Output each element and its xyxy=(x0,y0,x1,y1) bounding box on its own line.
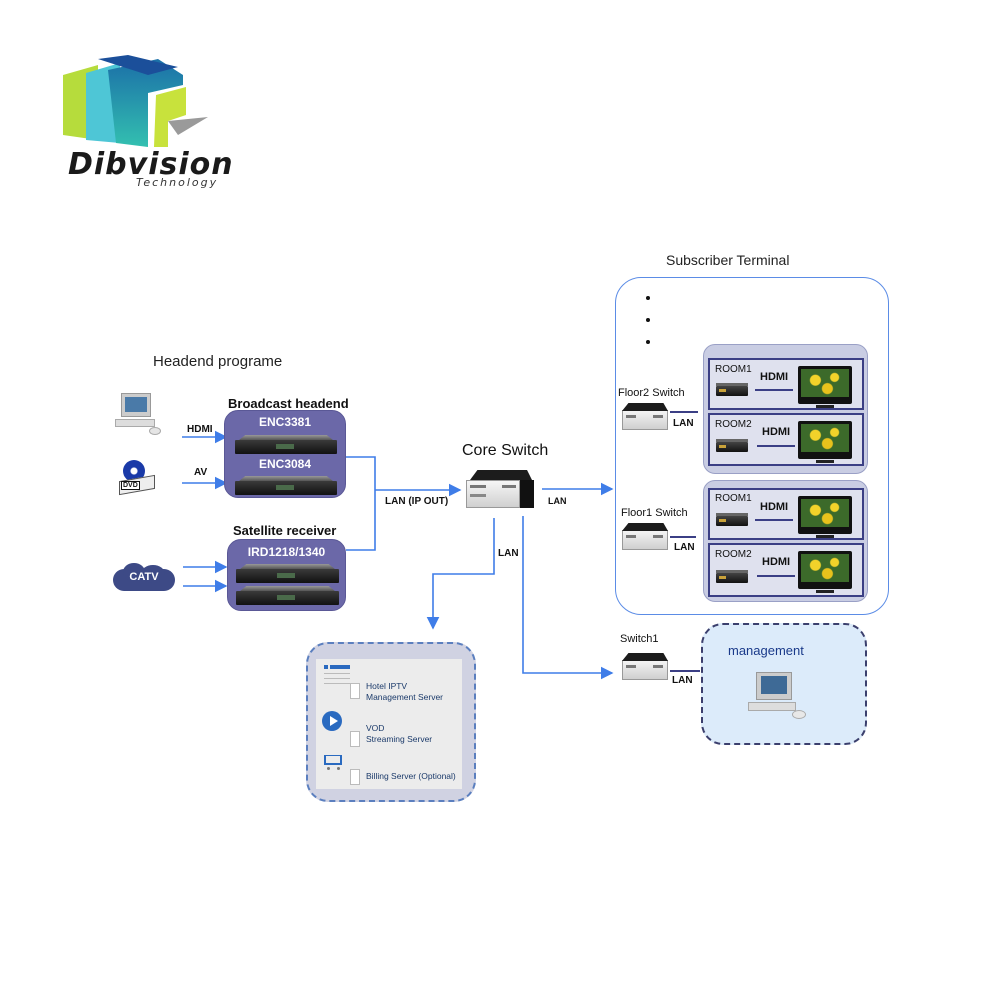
floor2-room2: ROOM2 HDMI xyxy=(708,413,864,466)
lan-ip-out-label: LAN (IP OUT) xyxy=(385,496,449,507)
floor2-switch-icon xyxy=(622,410,668,430)
servers-box: Hotel IPTV Management Server VOD Streami… xyxy=(306,642,476,802)
floor2-room1: ROOM1 HDMI xyxy=(708,358,864,410)
hdmi-line xyxy=(757,445,795,447)
headend-title: Headend programe xyxy=(153,353,283,370)
core-to-servers-wire xyxy=(426,518,495,630)
floor1-room1: ROOM1 HDMI xyxy=(708,488,864,540)
server-label-line: Hotel IPTV xyxy=(366,681,408,691)
floor2-lan-label: LAN xyxy=(673,418,694,429)
floor1-room2: ROOM2 HDMI xyxy=(708,543,864,597)
hdmi-label: HDMI xyxy=(762,426,791,438)
server-label-line: Management Server xyxy=(366,692,444,702)
tv-icon xyxy=(798,496,852,538)
set-top-box-icon xyxy=(716,383,748,396)
server-label: Billing Server (Optional) xyxy=(366,771,456,781)
broadcast-headend-title: Broadcast headend xyxy=(228,396,349,411)
switch1-icon xyxy=(622,660,668,680)
switch1-lan-label: LAN xyxy=(672,675,693,686)
tv-icon xyxy=(798,551,852,593)
management-computer-icon xyxy=(748,672,812,722)
dvd-player-icon: DVD xyxy=(117,460,157,496)
switch1-label: Switch1 xyxy=(620,633,659,645)
more-floors-ellipsis xyxy=(646,294,652,354)
management-server-icon xyxy=(324,665,364,701)
encoder-name: ENC3084 xyxy=(258,457,312,471)
headend-output-wire xyxy=(346,456,376,551)
subscriber-terminal-title: Subscriber Terminal xyxy=(666,252,790,268)
hdmi-line xyxy=(757,575,795,577)
encoder-device-icon xyxy=(235,440,337,454)
tv-icon xyxy=(798,366,852,408)
receiver-device-icon xyxy=(236,591,339,605)
room-name: ROOM1 xyxy=(715,493,752,504)
hdmi-line xyxy=(755,519,793,521)
floor2-switch-label: Floor2 Switch xyxy=(618,387,685,399)
hdmi-link-label: HDMI xyxy=(187,424,213,435)
floor1-lan-line xyxy=(670,536,696,538)
tv-icon xyxy=(798,421,852,463)
av-link-label: AV xyxy=(194,467,208,478)
servers-panel: Hotel IPTV Management Server VOD Streami… xyxy=(316,659,462,789)
hdmi-label: HDMI xyxy=(762,556,791,568)
logo-mark-icon xyxy=(63,55,208,147)
floor1-box: ROOM1 HDMI ROOM2 HDMI xyxy=(703,480,868,602)
shopping-cart-icon xyxy=(322,753,362,787)
core-down-lan-label: LAN xyxy=(498,548,519,559)
core-to-switch1-wire xyxy=(522,516,614,680)
receiver-name: IRD1218/1340 xyxy=(247,545,326,559)
floor2-box: ROOM1 HDMI ROOM2 HDMI xyxy=(703,344,868,474)
floor1-switch-label: Floor1 Switch xyxy=(621,507,688,519)
management-box: management xyxy=(701,623,867,745)
set-top-box-icon xyxy=(716,439,748,452)
floor2-lan-line xyxy=(670,411,698,413)
room-name: ROOM2 xyxy=(715,419,752,430)
floor1-lan-label: LAN xyxy=(674,542,695,553)
encoder-name: ENC3381 xyxy=(258,415,312,429)
floor1-switch-icon xyxy=(622,530,668,550)
logo-brand-text: Dibvision xyxy=(68,147,234,182)
hdmi-label: HDMI xyxy=(760,371,789,383)
vod-play-icon xyxy=(322,711,362,747)
satellite-receiver-box: IRD1218/1340 xyxy=(227,539,346,611)
core-switch-icon xyxy=(466,470,536,510)
logo-tagline-text: Technology xyxy=(136,176,219,189)
server-label: VOD Streaming Server xyxy=(366,723,432,745)
hdmi-label: HDMI xyxy=(760,501,789,513)
room-name: ROOM1 xyxy=(715,364,752,375)
catv-label: CATV xyxy=(129,571,159,583)
computer-icon xyxy=(115,393,165,439)
core-switch-title: Core Switch xyxy=(462,442,549,459)
room-name: ROOM2 xyxy=(715,549,752,560)
server-label-line: VOD xyxy=(366,723,385,733)
switch1-lan-line xyxy=(670,670,700,672)
set-top-box-icon xyxy=(716,513,748,526)
encoder-device-icon xyxy=(235,481,337,495)
set-top-box-icon xyxy=(716,570,748,583)
server-label: Hotel IPTV Management Server xyxy=(366,681,443,703)
satellite-receiver-title: Satellite receiver xyxy=(233,523,337,538)
server-label-line: Streaming Server xyxy=(366,734,433,744)
company-logo: Dibvision Technology xyxy=(56,55,233,195)
core-right-lan-label: LAN xyxy=(548,496,567,506)
management-title: management xyxy=(728,643,804,658)
hdmi-line xyxy=(755,389,793,391)
receiver-device-icon xyxy=(236,569,339,583)
broadcast-headend-box: ENC3381 ENC3084 xyxy=(224,410,346,498)
catv-cloud-icon: CATV xyxy=(113,563,175,593)
